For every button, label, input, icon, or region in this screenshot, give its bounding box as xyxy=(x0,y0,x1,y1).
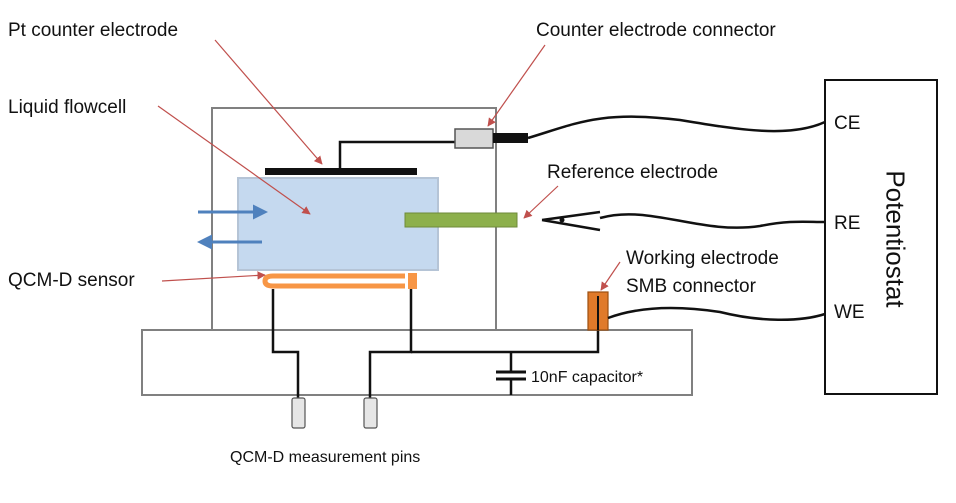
label-qcmd-sensor: QCM-D sensor xyxy=(8,270,135,291)
base-plate xyxy=(141,329,693,396)
label-pt-counter-electrode: Pt counter electrode xyxy=(8,20,179,41)
connector-plug xyxy=(493,133,528,143)
we-cable xyxy=(607,306,826,322)
reference-lead xyxy=(541,210,601,232)
label-smb-connector: SMB connector xyxy=(626,276,756,297)
sensor-wire-left xyxy=(271,289,300,398)
label-counter-electrode-connector: Counter electrode connector xyxy=(536,20,776,41)
label-reference-electrode: Reference electrode xyxy=(547,162,719,183)
label-working-electrode: Working electrode xyxy=(626,248,779,269)
reference-electrode xyxy=(404,212,518,228)
counter-electrode-wire xyxy=(338,140,455,168)
reference-lead-tip xyxy=(559,217,565,223)
annotation-arrow-counter-connector xyxy=(487,44,546,127)
sensor-wire-right xyxy=(368,289,413,398)
potentiostat-box xyxy=(824,79,938,395)
annotation-arrow-pt xyxy=(214,39,323,165)
sensor-right-end xyxy=(408,273,417,289)
annotation-arrow-flowcell xyxy=(157,105,311,215)
annotation-arrow-reference xyxy=(523,185,559,219)
re-cable xyxy=(599,213,826,229)
potentiostat-we-label: WE xyxy=(834,302,865,323)
annotation-arrow-smb xyxy=(600,261,621,291)
label-measurement-pins: QCM-D measurement pins xyxy=(230,449,421,466)
ce-cable xyxy=(527,115,826,140)
capacitor-wire xyxy=(411,330,600,354)
qcmd-sensor xyxy=(262,273,405,289)
pt-counter-electrode xyxy=(265,168,417,175)
potentiostat-ce-label: CE xyxy=(834,113,861,134)
potentiostat-title: Potentiostat xyxy=(880,170,911,308)
annotation-arrow-sensor xyxy=(161,271,266,282)
potentiostat-re-label: RE xyxy=(834,213,861,234)
measurement-pin-right xyxy=(363,397,378,429)
counter-electrode-connector xyxy=(454,128,494,149)
measurement-pin-left xyxy=(291,397,306,429)
label-capacitor: 10nF capacitor* xyxy=(531,369,644,386)
label-liquid-flowcell: Liquid flowcell xyxy=(8,97,127,118)
